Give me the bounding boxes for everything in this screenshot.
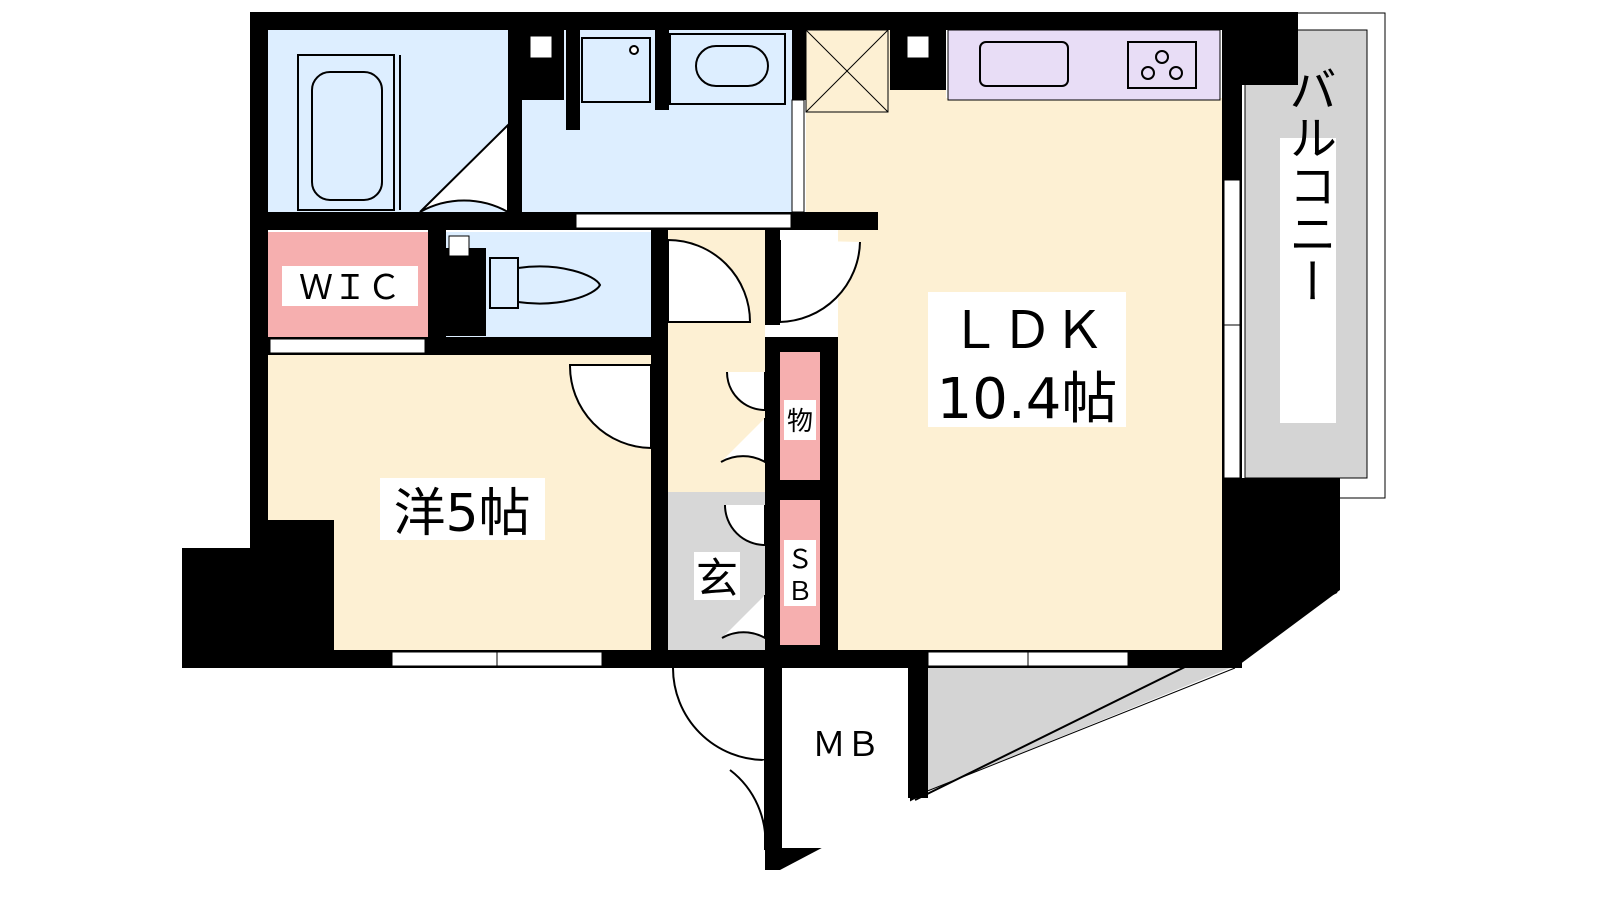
ldk-name-label: ＬＤＫ (949, 301, 1105, 361)
entrance-label-bg (694, 552, 740, 600)
doors (419, 122, 861, 851)
balcony-label: バルコニー (1280, 65, 1336, 305)
wic-label-bg (282, 266, 418, 306)
wic-label: ＷＩＣ (299, 268, 401, 308)
stove (1127, 41, 1197, 89)
windows (269, 99, 1241, 667)
storage-label-bg (784, 400, 816, 440)
ldk-label-bg (928, 292, 1126, 427)
bathtub (297, 54, 401, 211)
shoe-box-label-2: Ｂ (787, 577, 813, 607)
storage-label: 物 (787, 407, 813, 437)
meter-box-label: ＭＢ (812, 725, 880, 765)
balcony-label-bg (1280, 138, 1336, 423)
entrance-label: 玄 (696, 554, 738, 603)
refrigerator-space (805, 29, 889, 113)
western-room-label-bg (380, 478, 545, 540)
toilet (489, 257, 602, 309)
washbasin (581, 33, 786, 105)
western-room-label: 洋5帖 (393, 484, 530, 544)
meter-box-floor (782, 668, 910, 848)
western-room-floor-left (268, 355, 334, 520)
kitchen-sink (979, 41, 1069, 87)
shoe-box-label: Ｓ (787, 545, 813, 575)
column-notches (448, 35, 930, 257)
shoe-box-label-bg (784, 540, 816, 606)
ldk-size-label: 10.4帖 (937, 367, 1118, 432)
porch-edge-line-inner (924, 667, 1236, 793)
